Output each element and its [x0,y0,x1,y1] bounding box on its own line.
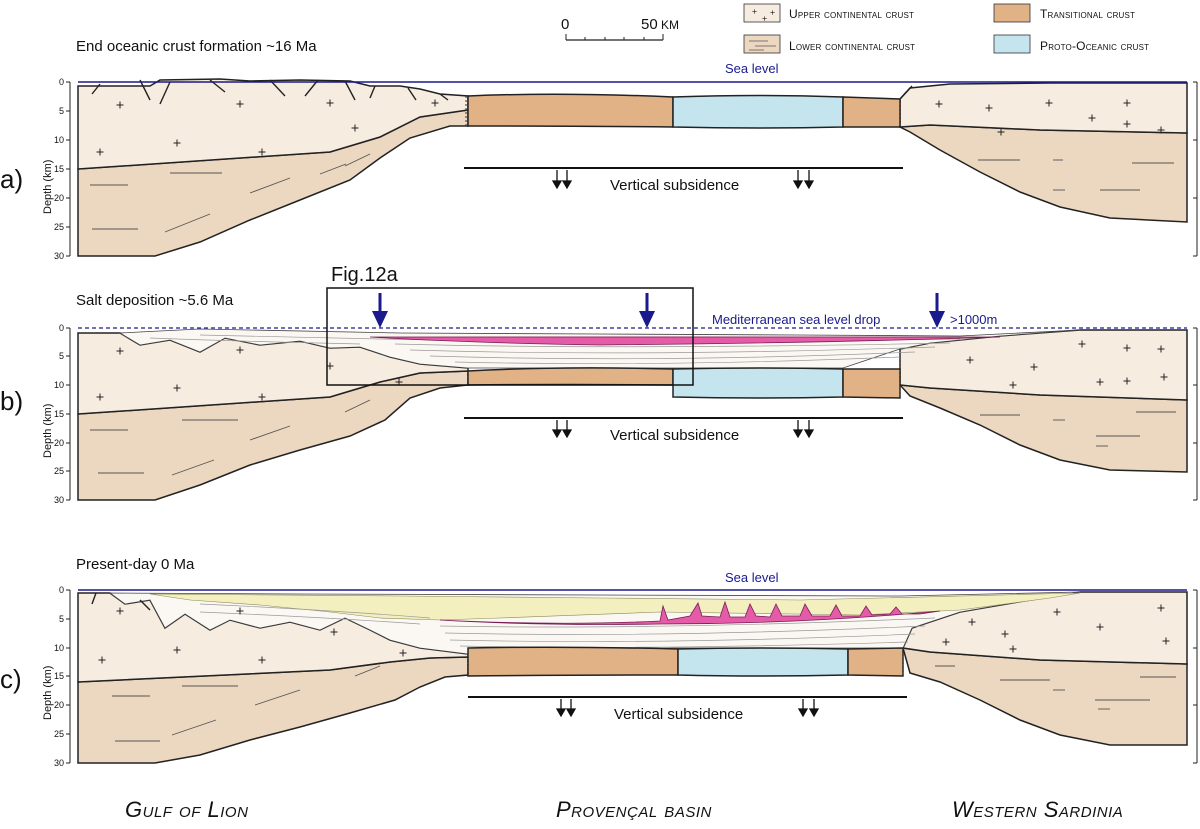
panel-a-tick: 25 [54,222,64,232]
scale-zero: 0 [561,16,569,33]
panel-a-transitional-crust-east [842,96,901,128]
panel-c: Present-day 0 Ma c) 0 5 10 15 20 25 30 D… [0,556,1198,768]
panel-a-lower-crust-east [897,124,1188,223]
panel-c-tick: 0 [59,585,64,595]
panel-a-depth-axis-label: Depth (km) [42,160,54,214]
panel-c-tick: 20 [54,700,64,710]
panel-a-label: a) [0,164,23,194]
panel-c-transitional-crust-west [467,646,679,677]
panel-a-tick: 20 [54,193,64,203]
panel-a-transitional-crust-west [467,93,674,128]
region-label-gulf-of-lion: Gulf of Lion [125,797,248,822]
panel-b-subsidence-arrows [551,420,815,439]
panel-b-transitional-crust-east [842,368,901,399]
panel-c-label: c) [0,664,22,694]
panel-a-tick: 5 [59,106,64,116]
panel-c-subsidence-label: Vertical subsidence [614,706,743,723]
panel-b-tick: 5 [59,351,64,361]
panel-c-transitional-crust-east [847,647,904,677]
panel-b-sea-drop-arrows [372,293,945,328]
panel-b-tick: 30 [54,495,64,505]
panel-a-proto-oceanic-crust [672,94,844,129]
panel-b-tick: 0 [59,323,64,333]
panel-a-upper-crust-east [899,82,1188,134]
panel-c-tick: 30 [54,758,64,768]
region-label-western-sardinia: Western Sardinia [952,797,1123,822]
panel-b-sea-drop-value: >1000m [950,312,997,327]
panel-b-depth-axis-label: Depth (km) [42,404,54,458]
legend: 0 50 KM Upper continental crust Lower co… [561,3,1149,54]
panel-b-sea-drop-label: Mediterranean sea level drop [712,312,880,327]
scale-unit: KM [661,18,679,32]
panel-c-sea-level-label: Sea level [725,570,779,585]
panel-c-subsidence-arrows [555,699,820,718]
legend-swatch-lower-continental [743,34,781,54]
scale-max: 50 [641,16,658,33]
panel-a-tick: 0 [59,77,64,87]
scale-bar: 0 50 KM [561,16,679,41]
panel-c-proto-oceanic-crust [677,647,849,677]
panel-b: Salt deposition ~5.6 Ma b) 0 5 10 15 20 … [0,264,1198,505]
panel-c-tick: 15 [54,671,64,681]
panel-a-tick: 15 [54,164,64,174]
panel-b-tick: 25 [54,466,64,476]
panel-a-upper-crust-west [77,78,469,170]
panel-b-inset-box [326,287,694,386]
panel-c-tick: 10 [54,643,64,653]
legend-transitional: Transitional crust [1040,7,1135,21]
legend-lower-continental: Lower continental crust [789,39,915,53]
panel-b-transitional-crust-west [467,367,674,386]
panel-a-tick: 10 [54,135,64,145]
legend-proto-oceanic: Proto-Oceanic crust [1040,39,1149,53]
panel-b-tick: 15 [54,409,64,419]
region-label-provencal-basin: Provençal basin [556,797,712,822]
panel-a-sea-level-label: Sea level [725,61,779,76]
panel-b-tick: 20 [54,438,64,448]
panel-a-subsidence-label: Vertical subsidence [610,177,739,194]
panel-a-title: End oceanic crust formation ~16 Ma [76,38,317,55]
panel-b-inset-label: Fig.12a [331,264,399,286]
panel-b-salt-layer [369,336,1001,346]
panel-c-tick: 5 [59,614,64,624]
panel-c-salt-diapirs [439,600,941,625]
legend-swatch-transitional [993,3,1031,23]
panel-b-tick: 10 [54,380,64,390]
panel-a-subsidence-arrows [551,170,815,190]
panel-b-subsidence-label: Vertical subsidence [610,427,739,444]
legend-swatch-upper-continental [743,3,781,23]
panel-c-title: Present-day 0 Ma [76,556,195,573]
panel-c-depth-axis-label: Depth (km) [42,666,54,720]
legend-upper-continental: Upper continental crust [789,7,914,21]
panel-c-tick: 25 [54,729,64,739]
panel-b-title: Salt deposition ~5.6 Ma [76,292,234,309]
legend-swatch-proto-oceanic [993,34,1031,54]
panel-c-plio-quaternary [149,592,1081,621]
panel-b-proto-oceanic-crust [672,367,844,399]
panel-b-label: b) [0,386,23,416]
panel-a: End oceanic crust formation ~16 Ma a) 0 … [0,38,1198,261]
panel-a-tick: 30 [54,251,64,261]
